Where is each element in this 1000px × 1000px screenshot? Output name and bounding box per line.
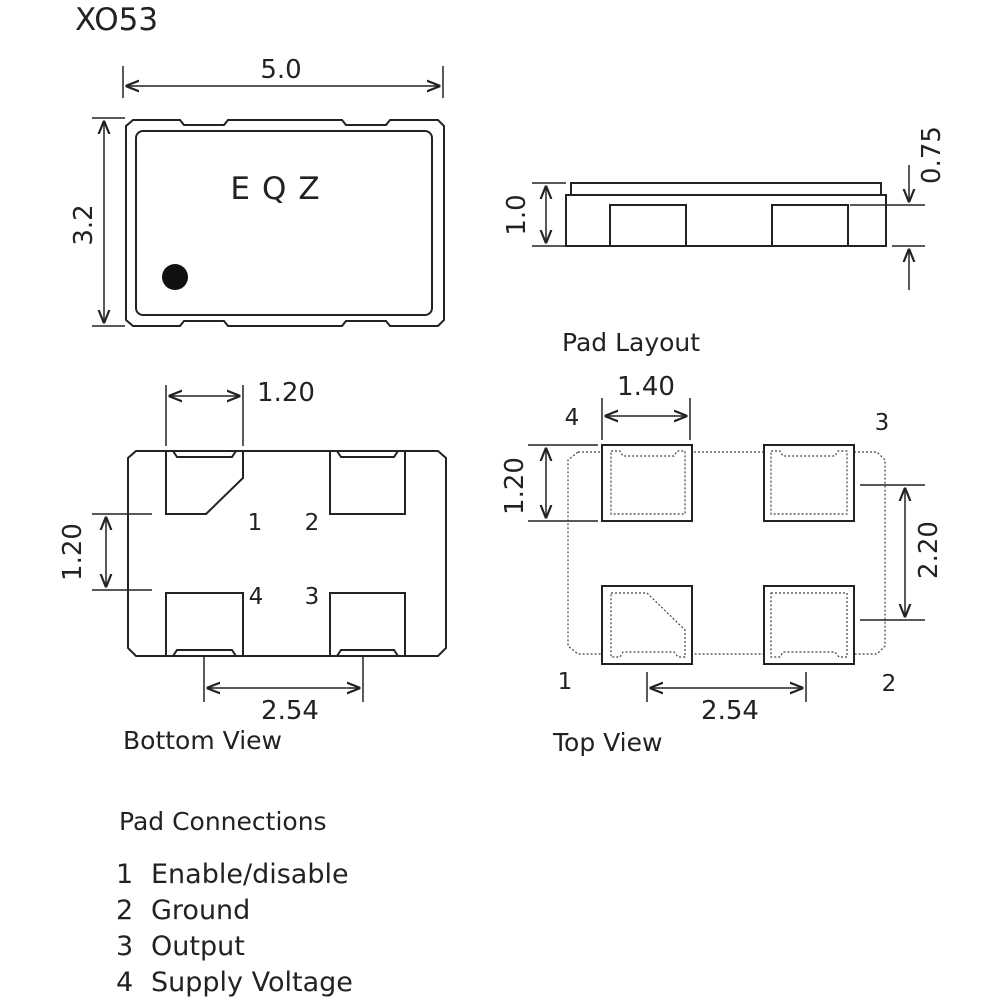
pad-layout-caption: Pad Layout [562,328,700,357]
bottom-pin-4-label: 4 [249,584,264,610]
pad-layout-pin-2-label: 2 [882,671,897,697]
land-pad-1 [601,585,693,665]
pad-spacing-label: 2.20 [914,521,944,579]
bottom-pad-4 [165,592,244,657]
package-top-view: 5.0 3.2 EQZ [69,55,445,327]
bottom-pad-3 [329,592,406,657]
land-pad-2 [763,585,855,665]
width-dimension-label: 3.2 [69,204,99,245]
package-side-view: 1.0 0.75 [502,126,947,290]
pad-layout-pin-1-label: 1 [558,669,573,695]
bottom-pad-height-label: 1.20 [58,523,88,581]
land-pad-width-label: 1.40 [617,372,675,402]
part-number-title: XO53 [75,2,158,38]
pad-connections: Pad Connections 1 Enable/disable 2 Groun… [116,807,353,998]
part-marking: EQZ [230,171,331,207]
package-outline [125,119,445,327]
side-body [565,194,887,247]
land-pad-4 [601,444,693,522]
connection-1-number: 1 [116,859,133,890]
connection-2-number: 2 [116,895,133,926]
connection-2-label: Ground [151,895,250,926]
bottom-outline [127,450,447,657]
bottom-pin-3-label: 3 [305,584,320,610]
land-pad-3 [763,444,855,522]
connection-3-number: 3 [116,931,133,962]
length-dimension-label: 5.0 [260,55,301,85]
land-pad-height-label: 1.20 [500,457,530,515]
bottom-view-caption: Bottom View [123,726,282,755]
connection-4-label: Supply Voltage [151,967,353,998]
connection-1-label: Enable/disable [151,859,349,890]
package-lid [135,130,433,316]
pad-layout-pin-4-label: 4 [565,405,580,431]
pad-thickness-label: 0.75 [917,126,947,184]
pad-connections-heading: Pad Connections [119,807,327,836]
bottom-pitch-label: 2.54 [261,696,319,726]
connection-3-label: Output [151,931,245,962]
pad-layout-pin-3-label: 3 [875,410,890,436]
bottom-pad-width-label: 1.20 [257,378,315,408]
side-pad-right [771,204,849,247]
package-bottom-view: 1 2 4 3 1.20 1.20 2.54 Bottom View [58,378,447,755]
height-dimension-label: 1.0 [502,194,532,235]
bottom-pin-1-label: 1 [248,510,263,536]
bottom-pad-2 [329,450,406,515]
bottom-pin-2-label: 2 [305,510,320,536]
side-lid [570,182,882,196]
top-view-caption: Top View [552,728,662,757]
connection-4-number: 4 [116,967,133,998]
bottom-pad-1 [165,450,244,515]
side-pad-left [609,204,687,247]
pin1-indicator-dot [162,264,188,290]
land-pitch-label: 2.54 [701,696,759,726]
pad-layout-view: Pad Layout 4 3 1 2 1.40 1.20 2.20 2.54 T… [500,328,944,757]
